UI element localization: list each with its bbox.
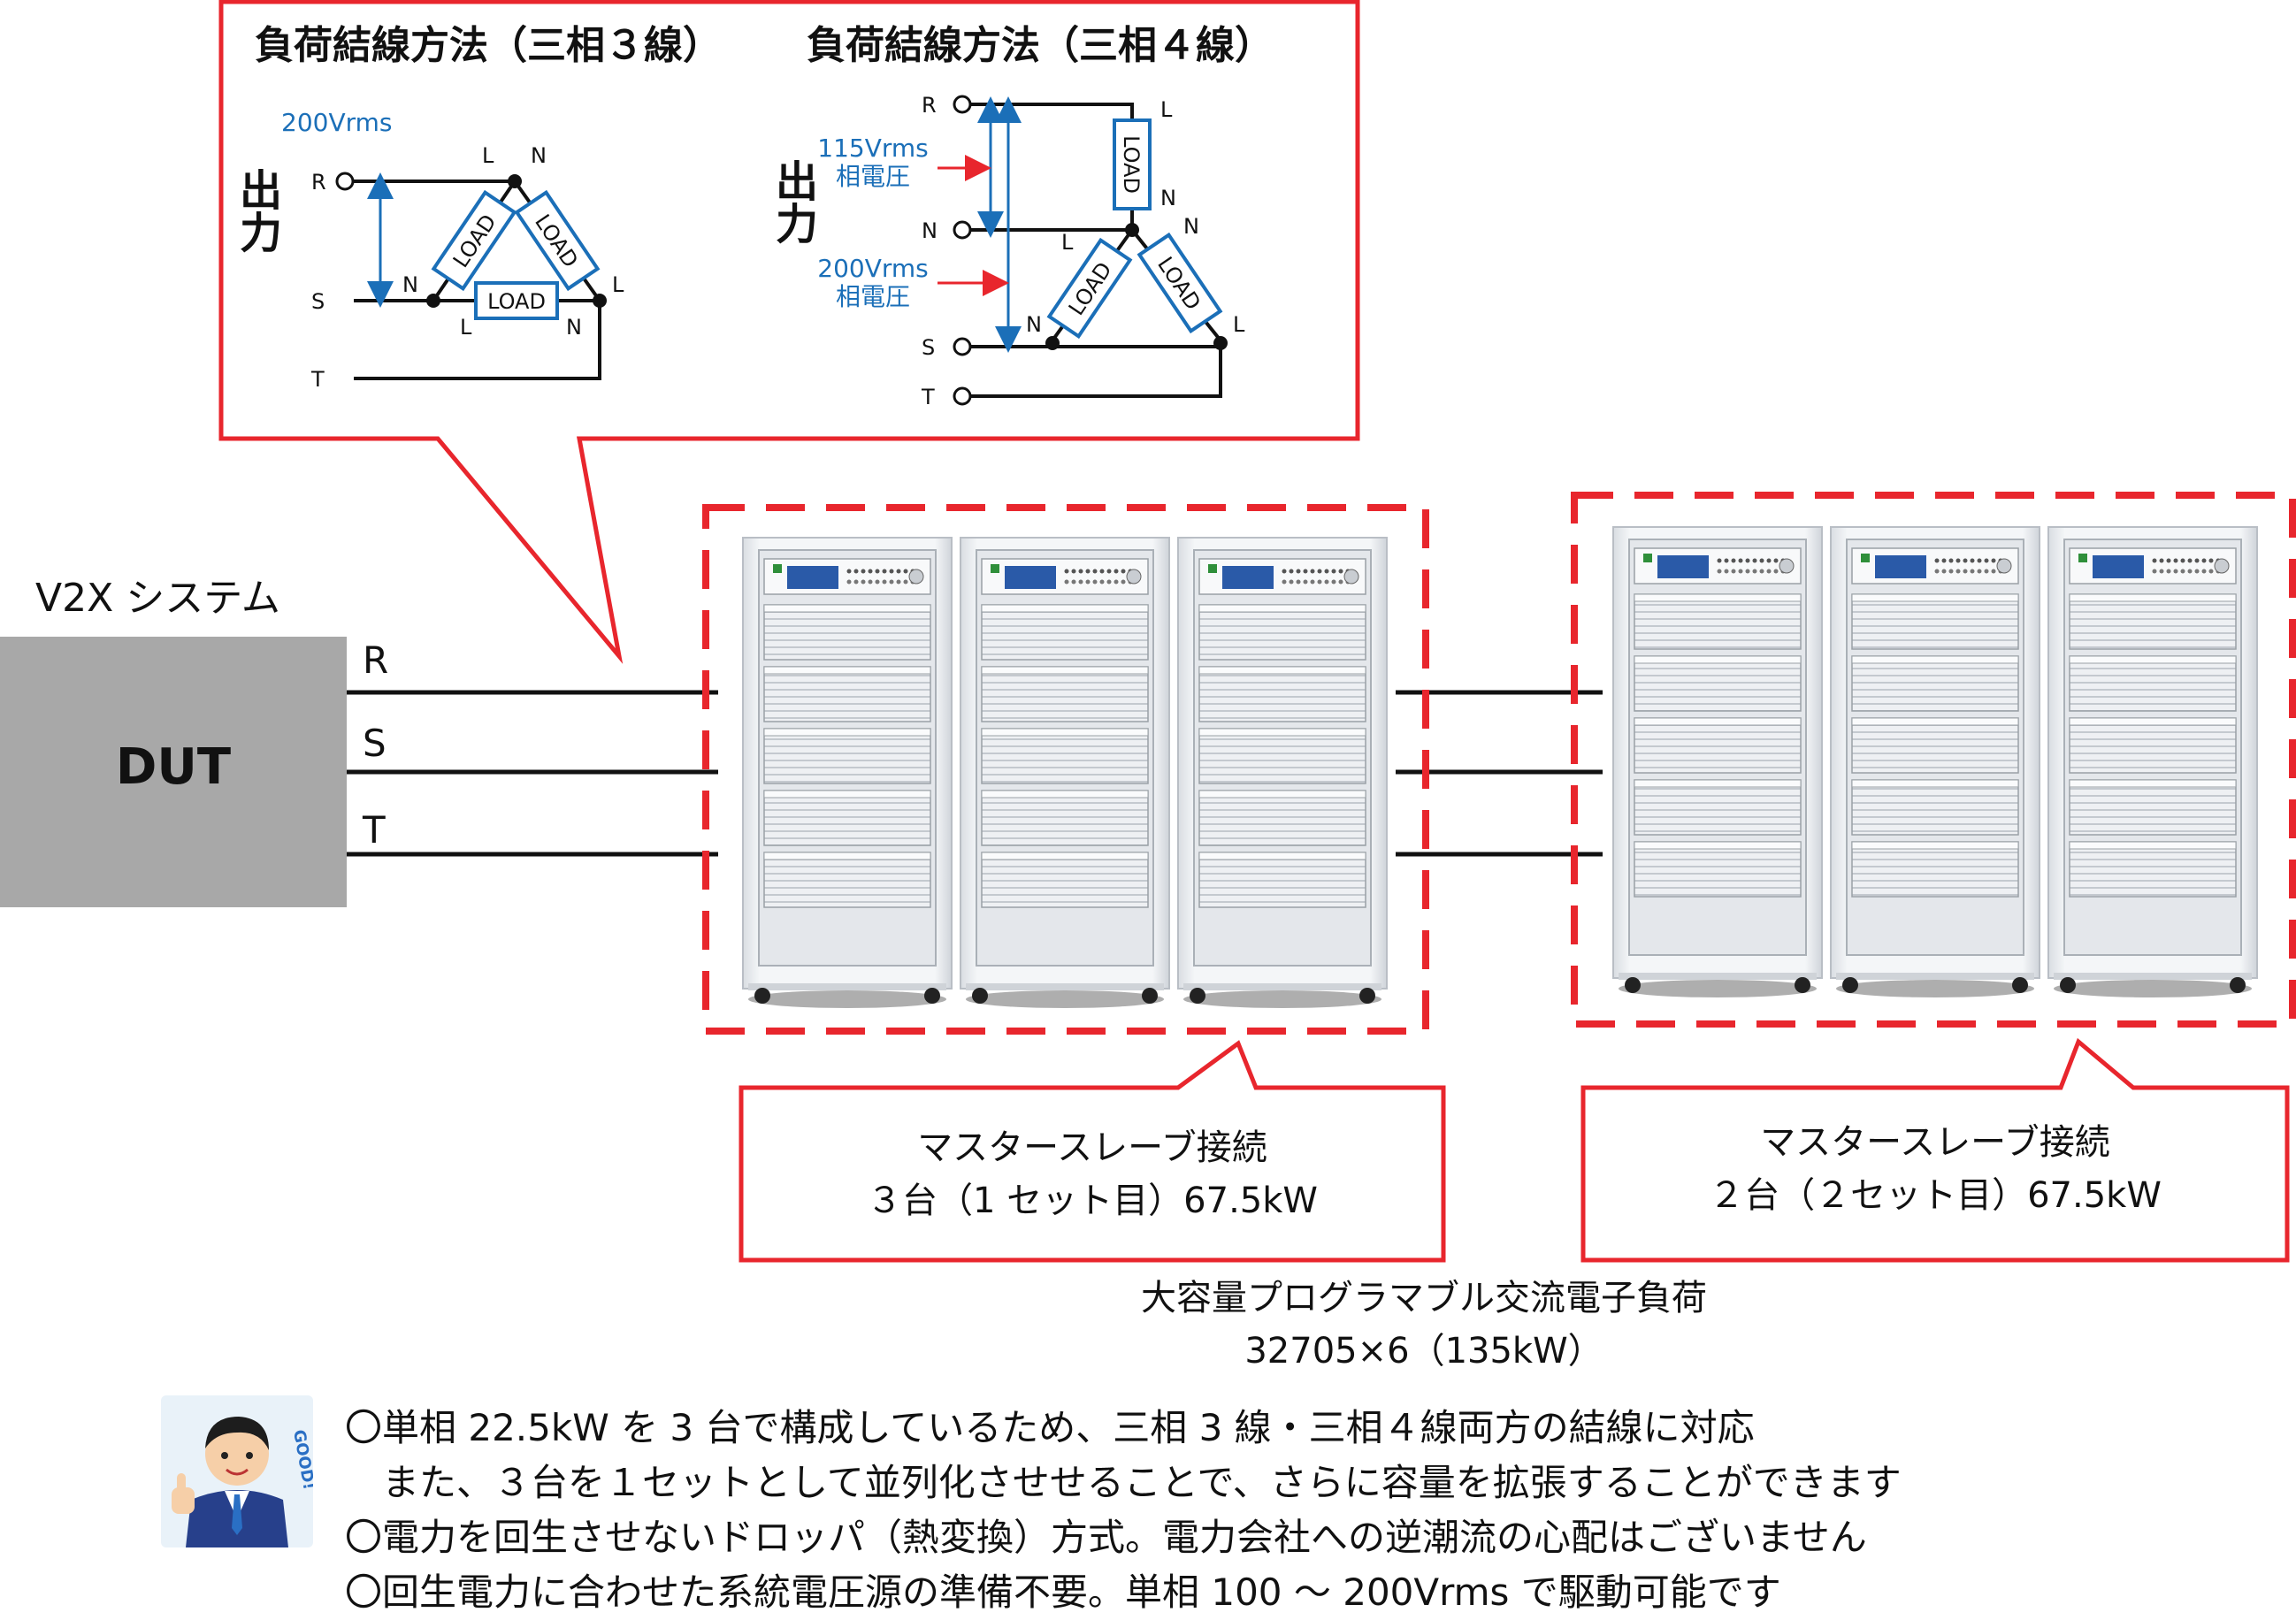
group1-caption-line1: マスタースレーブ接続 — [917, 1127, 1267, 1168]
mascot-good-text: GOOD! — [289, 1428, 313, 1491]
node-right-3w — [593, 294, 607, 308]
group2-caption-line1: マスタースレーブ接続 — [1760, 1122, 2110, 1163]
mascot-figure: GOOD! — [172, 1417, 318, 1547]
output-label-3w: 出力 — [232, 168, 281, 253]
voltage-label-4w-line: 200Vrms 相電圧 — [807, 255, 939, 311]
note-item: 〇回生電力に合わせた系統電圧源の準備不要。単相 100 〜 200Vrms で駆… — [345, 1570, 1781, 1614]
terminal-t-4w — [953, 386, 972, 406]
terminal-labels-3w: R S T L N N L L N — [310, 143, 624, 392]
node-n-4w — [1125, 223, 1139, 237]
note-item: また、３台を１セットとして並列化させせることで、さらに容量を拡張することができま… — [345, 1461, 1902, 1504]
load-box-3w-bottom: LOAD — [474, 281, 559, 320]
voltage-4w-line-value: 200Vrms — [817, 254, 929, 283]
dut-label: DUT — [115, 738, 232, 796]
svg-text:L: L — [482, 143, 494, 168]
voltage-label-4w-phase: 115Vrms 相電圧 — [807, 134, 939, 191]
mascot-illustration: GOOD! — [161, 1395, 318, 1547]
rst-lines — [347, 690, 1603, 857]
svg-text:N: N — [402, 272, 418, 297]
rack-cabinet — [960, 537, 1170, 1008]
voltage-4w-phase-label: 相電圧 — [835, 162, 910, 191]
product-model: 32705×6（135kW） — [1244, 1331, 1603, 1372]
svg-text:R: R — [311, 170, 326, 195]
rack-cabinet — [1612, 526, 1823, 997]
rack-cabinet — [1177, 537, 1388, 1008]
notes-list: 〇単相 22.5kW を 3 台で構成しているため、三相 3 線・三相４線両方の… — [345, 1401, 1902, 1620]
terminal-labels-4w: R N S T L N L N N L — [921, 93, 1245, 409]
group2-caption: マスタースレーブ接続 ２台（２セット目）67.5kW — [1583, 1116, 2287, 1222]
group1-caption-box — [739, 1040, 1446, 1263]
node-top-3w — [508, 174, 522, 188]
svg-text:L: L — [1061, 230, 1074, 255]
output-label-4w: 出力 — [768, 159, 817, 244]
node-t-4w — [1213, 336, 1228, 350]
terminal-n-4w — [953, 220, 972, 240]
line-label-s: S — [363, 722, 386, 765]
svg-text:T: T — [921, 385, 935, 409]
svg-text:R: R — [922, 93, 937, 118]
rack-cabinet — [1830, 526, 2040, 997]
rack-cabinets — [742, 526, 2258, 1008]
dut-box — [0, 637, 347, 907]
note-item: 〇電力を回生させないドロッパ（熱変換）方式。電力会社への逆潮流の心配はございませ… — [345, 1516, 1867, 1559]
rack-cabinet — [742, 537, 953, 1008]
svg-text:S: S — [922, 335, 935, 360]
svg-text:N: N — [531, 143, 547, 168]
terminal-s-4w — [953, 337, 972, 356]
terminal-r-4w — [953, 95, 972, 114]
terminal-r-3w — [335, 172, 355, 191]
svg-text:T: T — [310, 367, 325, 392]
product-name: 大容量プログラマブル交流電子負荷 — [1141, 1278, 1707, 1318]
svg-text:L: L — [612, 272, 624, 297]
rack-cabinet — [2047, 526, 2258, 997]
svg-text:N: N — [1183, 214, 1199, 239]
svg-text:L: L — [1233, 312, 1245, 337]
line-label-t: T — [363, 808, 386, 852]
note-item: 〇単相 22.5kW を 3 台で構成しているため、三相 3 線・三相４線両方の… — [345, 1406, 1755, 1449]
node-left-3w — [426, 294, 440, 308]
svg-text:L: L — [1160, 97, 1173, 122]
group1-caption: マスタースレーブ接続 ３台（1 セット目）67.5kW — [741, 1121, 1443, 1227]
group1-caption-line2: ３台（1 セット目）67.5kW — [867, 1181, 1318, 1221]
svg-text:N: N — [922, 218, 938, 243]
group1-dashed-box — [702, 504, 1429, 1035]
wiring-callout — [218, 0, 1360, 664]
title-3wire: 負荷結線方法（三相３線） — [255, 23, 722, 68]
load-box-3w-left: LOAD — [431, 189, 517, 292]
svg-text:L: L — [460, 315, 472, 340]
svg-text:LOAD: LOAD — [1119, 135, 1144, 194]
system-label: V2X システム — [35, 576, 280, 621]
voltage-label-3w: 200Vrms — [281, 108, 393, 137]
svg-text:N: N — [566, 315, 582, 340]
svg-text:N: N — [1026, 312, 1042, 337]
voltage-4w-line-label: 相電圧 — [835, 282, 910, 311]
group2-caption-line2: ２台（２セット目）67.5kW — [1709, 1175, 2162, 1216]
svg-text:N: N — [1160, 186, 1176, 210]
group2-caption-box — [1580, 1037, 2290, 1263]
node-s-4w — [1045, 336, 1060, 350]
product-caption: 大容量プログラマブル交流電子負荷 32705×6（135kW） — [1044, 1272, 1804, 1378]
line-label-r: R — [363, 638, 389, 682]
callout-border — [218, 0, 1360, 664]
title-4wire: 負荷結線方法（三相４線） — [807, 23, 1274, 68]
group2-dashed-box — [1571, 492, 2296, 1028]
voltage-4w-phase-value: 115Vrms — [817, 134, 929, 163]
svg-text:LOAD: LOAD — [487, 289, 546, 314]
svg-text:S: S — [311, 289, 325, 314]
load-box-4w-top: LOAD — [1113, 118, 1152, 210]
